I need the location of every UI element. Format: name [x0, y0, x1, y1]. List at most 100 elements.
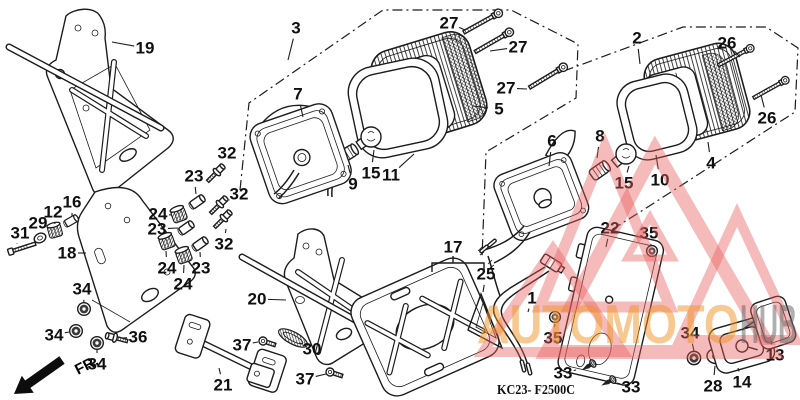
- part-number-label-7: 7: [293, 85, 302, 104]
- watermark-triangle-icon: [535, 135, 785, 359]
- part-number-label-23: 23: [192, 259, 211, 278]
- leader-line: [371, 149, 375, 163]
- leader-line: [287, 38, 294, 61]
- part-number-label-31: 31: [11, 224, 30, 243]
- leader-line: [224, 228, 227, 234]
- part-number-label-26: 26: [718, 34, 737, 53]
- part-number-label-14: 14: [733, 373, 752, 392]
- screw-37-a: [257, 335, 278, 350]
- leader-line: [737, 367, 740, 372]
- leader-line: [713, 365, 716, 376]
- leader-line: [707, 141, 710, 153]
- leader-line: [472, 105, 489, 109]
- leader-line: [655, 154, 659, 170]
- part-number-label-32: 32: [230, 185, 249, 204]
- part-number-label-32: 32: [215, 235, 234, 254]
- part-number-label-37: 37: [233, 336, 252, 355]
- leader-line: [458, 26, 466, 31]
- rubber-mount-24-a: [168, 203, 189, 225]
- part-number-label-29: 29: [29, 214, 48, 233]
- bulb-15-right: [610, 143, 637, 169]
- part-number-label-36: 36: [129, 328, 148, 347]
- leader-line: [548, 151, 552, 167]
- part-number-label-27: 27: [509, 38, 528, 57]
- taillight-gasket-10: [616, 73, 698, 161]
- stay-25: [467, 292, 504, 350]
- leader-line: [605, 238, 609, 248]
- leader-line: [482, 284, 485, 293]
- part-number-label-13: 13: [766, 346, 785, 365]
- bulb-15-center: [355, 126, 382, 151]
- part-number-label-26: 26: [758, 109, 777, 128]
- part-number-label-27: 27: [497, 79, 516, 98]
- part-number-label-27: 27: [440, 14, 459, 33]
- leader-line: [299, 104, 304, 118]
- part-number-label-9: 9: [348, 175, 357, 194]
- screw-27-a: [461, 6, 505, 37]
- screw-37-b: [324, 366, 345, 381]
- leader-line: [398, 153, 415, 168]
- watermark-triangle-icon: [473, 240, 633, 357]
- leader-line: [218, 367, 222, 375]
- mud-flap-22: [557, 226, 665, 386]
- leader-line: [489, 48, 508, 52]
- grommet-34-b: [68, 324, 84, 338]
- group-3-boundary: [239, 9, 579, 259]
- grommet-34-c: [89, 336, 105, 350]
- part-number-label-3: 3: [291, 19, 300, 38]
- part-number-label-23: 23: [185, 167, 204, 186]
- part-number-label-5: 5: [494, 100, 503, 119]
- part-number-label-17: 17: [444, 238, 463, 257]
- leader-line: [760, 94, 765, 108]
- part-number-label-34: 34: [45, 326, 64, 345]
- part-number-label-20: 20: [248, 290, 267, 309]
- part-number-label-28: 28: [704, 377, 723, 396]
- part-number-label-6: 6: [547, 132, 556, 151]
- leader-line: [734, 50, 741, 58]
- leader-line: [770, 340, 773, 345]
- part-number-label-34: 34: [88, 355, 107, 374]
- leader-line: [194, 186, 197, 195]
- license-plate-bracket-17: [350, 257, 500, 397]
- leader-line: [347, 164, 351, 174]
- group-2-boundary: [544, 26, 799, 238]
- bracket-21: [174, 313, 287, 393]
- reflector-13: [741, 295, 797, 350]
- front-arrow-icon: [14, 356, 65, 394]
- part-number-label-24: 24: [158, 259, 177, 278]
- leader-line: [111, 41, 135, 47]
- leader-line: [626, 165, 630, 173]
- part-number-label-16: 16: [63, 193, 82, 212]
- part-number-label-15: 15: [362, 164, 381, 183]
- part-number-label-24: 24: [174, 275, 193, 294]
- part-number-label-22: 22: [601, 219, 620, 238]
- part-number-label-32: 32: [218, 144, 237, 163]
- label-17-bracket: [431, 256, 485, 272]
- part-number-label-35: 35: [640, 224, 659, 243]
- watermark-triangle-icon: [621, 209, 679, 262]
- wire-harness-1: [479, 238, 566, 376]
- part-number-label-34: 34: [73, 280, 92, 299]
- bolt-32-a: [203, 161, 228, 186]
- taillight-housing-7: [249, 103, 352, 205]
- spacer-23-a: [187, 193, 207, 211]
- part-number-label-10: 10: [651, 171, 670, 190]
- part-number-label-30: 30: [303, 340, 322, 359]
- watermark-text-left: AUTOMOTO: [477, 293, 739, 355]
- part-number-label-33: 33: [554, 364, 573, 383]
- part-number-label-11: 11: [382, 166, 400, 185]
- leader-line: [596, 146, 600, 159]
- watermark-triangle-icon: [672, 203, 800, 345]
- screw-26-b: [750, 74, 792, 102]
- part-number-label-1: 1: [527, 289, 536, 308]
- taillight-housing-6: [477, 129, 590, 269]
- watermark-triangle-icon: [531, 132, 679, 313]
- spacer-23-c: [190, 235, 210, 253]
- leader-line: [527, 308, 530, 313]
- part-number-label-12: 12: [44, 203, 63, 222]
- part-number-label-15: 15: [615, 174, 634, 193]
- leader-line: [637, 48, 641, 65]
